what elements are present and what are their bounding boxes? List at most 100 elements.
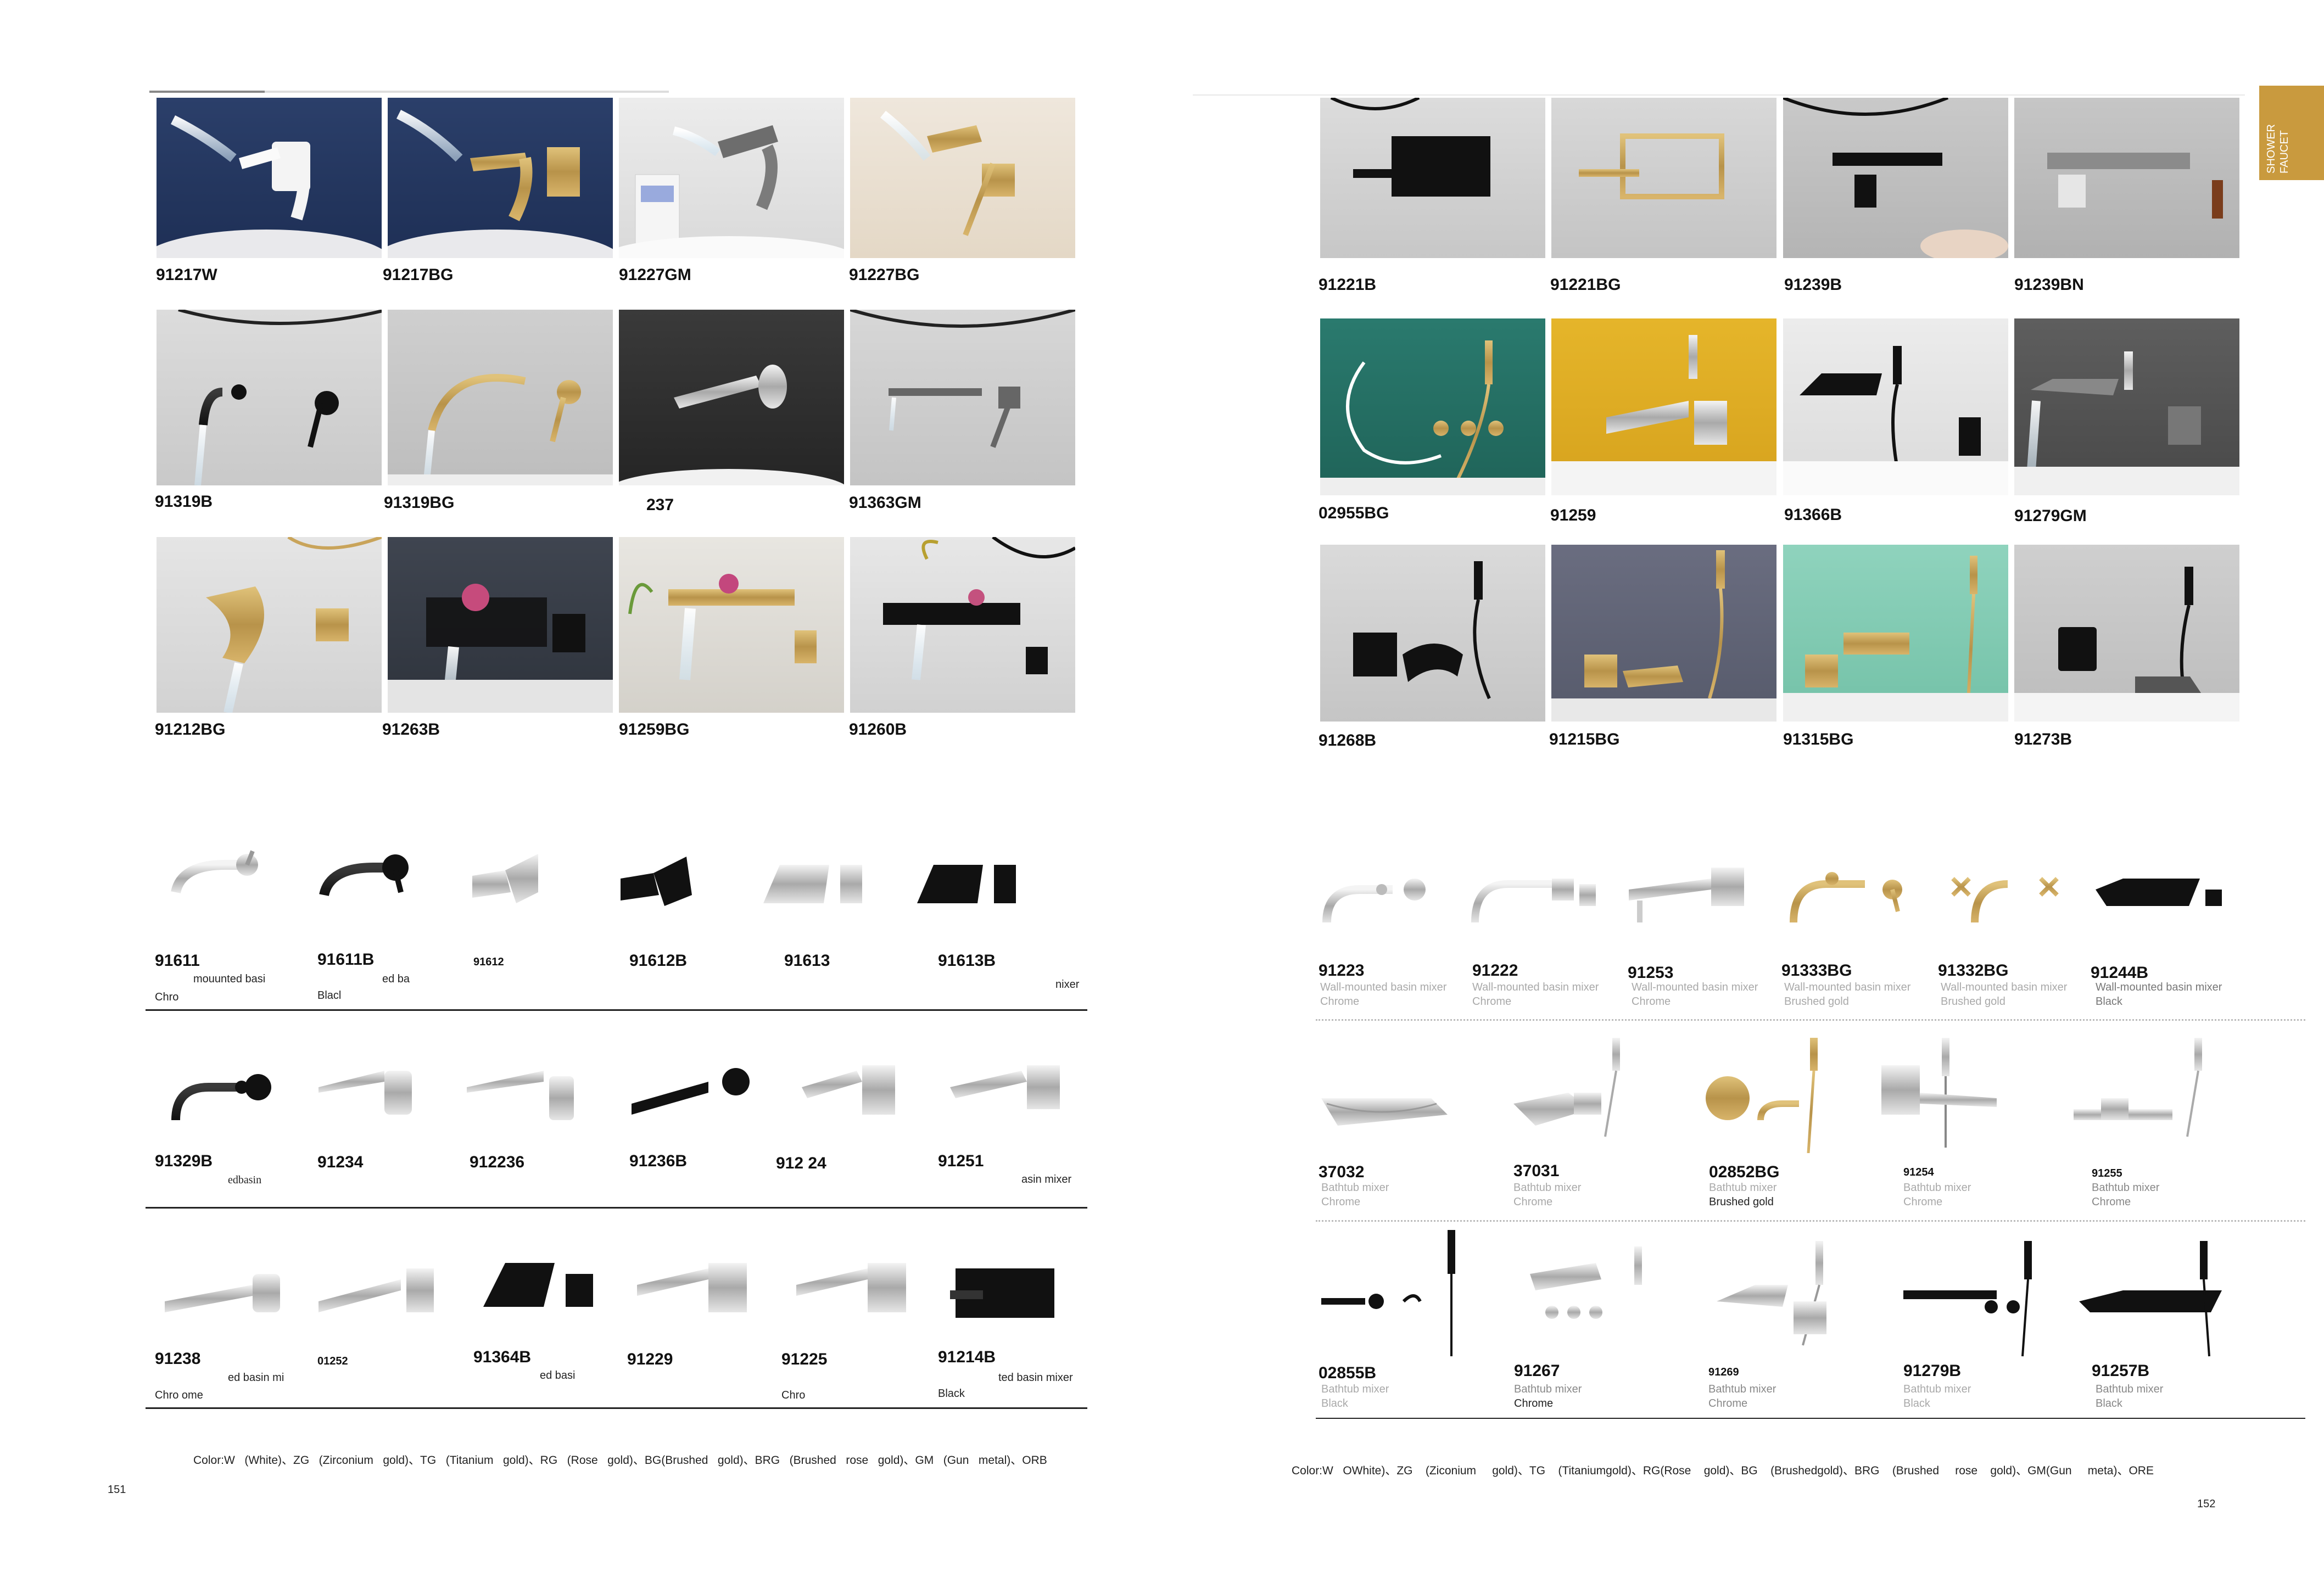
product-note: Blacl [317,989,342,1002]
section-tab-line1: SHOWER [2265,124,2277,174]
product-code: 91279B [1903,1362,1962,1380]
photo-code: 91279GM [2014,507,2087,525]
product-code: 91329B [155,1152,213,1170]
product-code: 91269 [1708,1366,1739,1378]
desc-text: Wall-mounted basin mixer [1320,981,1447,993]
photo-91221B [1320,98,1545,258]
finish-text: Brushed gold [1709,1196,1774,1208]
product-note: Chro ome [155,1389,203,1401]
photo-code: 91259BG [619,720,690,739]
product-code: 91364B [473,1348,532,1366]
product-image-91238 [159,1257,291,1332]
photo-91263B [388,537,613,713]
photo-code: 91268B [1319,731,1377,750]
product-code: 91234 [317,1153,364,1171]
photo-91319B [157,310,382,485]
finish-text: Chrome [1320,996,1360,1008]
product-code: 37032 [1319,1163,1365,1181]
photo-91239B [1783,98,2008,258]
finish-text: Chrome [1472,996,1512,1008]
product-image-912236 [461,1054,593,1128]
product-code: 912236 [470,1153,525,1171]
photo-code: 91239BN [2014,276,2084,294]
photo-91315BG [1783,545,2008,722]
page-number: 152 [2197,1498,2216,1510]
product-image-91222 [1470,857,1601,936]
divider [1316,1220,2305,1222]
product-code: 91251 [938,1152,984,1170]
photo-code: 91319B [155,493,213,511]
photo-code: 91227BG [849,266,920,284]
photo-code: 91217W [156,266,217,284]
photo-code: 91263B [382,720,440,739]
product-code: 91612 [473,956,504,968]
desc-text: Bathtub mixer [1513,1182,1582,1194]
photo-code: 91260B [849,720,907,739]
divider [1316,1418,2305,1419]
desc-text: Wall-mounted basin mixer [2096,981,2222,993]
finish-text: Black [1903,1397,1930,1410]
divider [146,1009,1087,1011]
finish-text: Chrome [1708,1397,1748,1410]
product-code: 91244B [2091,964,2149,982]
product-code: 91214B [938,1348,996,1366]
photo-91319BG [388,310,613,485]
photo-91259BG [619,537,844,713]
product-image-91612B [610,848,708,922]
product-note: edbasin [228,1174,262,1186]
product-image-91332BG [1942,857,2085,936]
product-image-91257B [2074,1230,2238,1365]
product-image-91333BG [1783,857,1925,936]
product-code: 01252 [317,1355,348,1367]
photo-91366B [1783,318,2008,495]
finish-text: Black [1321,1397,1348,1410]
section-tab: SHOWER FAUCET [2259,86,2324,180]
product-code: 91229 [627,1350,673,1368]
photo-code: 237 [646,496,674,514]
product-image-91244B [2090,857,2233,936]
photo-code: 91259 [1550,506,1596,524]
product-code: 91612B [629,952,688,970]
desc-text: Bathtub mixer [1708,1383,1776,1395]
photo-code: 91215BG [1549,730,1620,748]
desc-text: Wall-mounted basin mixer [1472,981,1599,993]
photo-02955BG [1320,318,1545,495]
finish-text: Black [2096,1397,2122,1410]
finish-text: Black [2096,996,2122,1008]
photo-code: 91221BG [1550,276,1621,294]
section-tab-line2: FAUCET [2278,130,2291,174]
product-note: asin mixer [1021,1173,1072,1185]
product-note: nixer [1055,978,1080,991]
desc-text: Bathtub mixer [2092,1182,2160,1194]
product-image-91229 [626,1252,758,1326]
product-image-91329B [165,1054,286,1128]
photo-91260B [850,537,1075,713]
photo-91217BG [388,98,613,258]
photo-91259 [1551,318,1776,495]
desc-text: Bathtub mixer [1903,1182,1971,1194]
product-code: 91611B [317,950,375,969]
product-image-01252 [313,1257,445,1332]
divider [146,1407,1087,1409]
product-code: 91255 [2092,1167,2122,1179]
finish-text: Chrome [1321,1196,1361,1208]
finish-text: Chrome [1514,1397,1554,1410]
finish-text: Chrome [1632,996,1671,1008]
photo-91221BG [1551,98,1776,258]
product-image-91611B [313,848,412,922]
product-code: 91267 [1514,1362,1560,1380]
photo-237 [619,310,844,485]
photo-code: 02955BG [1319,504,1389,522]
color-legend: Color:W OWhite)、ZG (Ziconium gold)、TG (T… [1292,1464,2154,1477]
desc-text: Bathtub mixer [1709,1182,1777,1194]
product-code: 02855B [1319,1364,1377,1382]
product-note: Chro [155,991,179,1003]
photo-code: 91227GM [619,266,691,284]
